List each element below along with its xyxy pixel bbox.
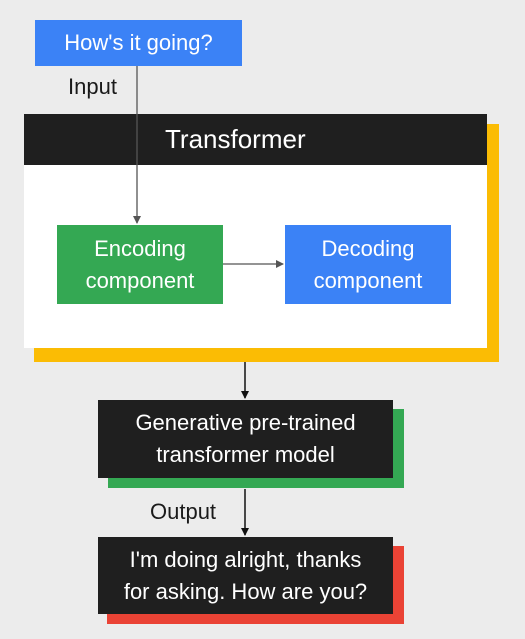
input-prompt-text: How's it going? xyxy=(64,30,213,55)
encoding-label-line1: Encoding xyxy=(94,235,186,261)
output-response-line2: for asking. How are you? xyxy=(123,578,368,604)
output-response-line1: I'm doing alright, thanks xyxy=(129,546,362,572)
decoding-label-line1: Decoding xyxy=(321,235,415,261)
transformer-header: Transformer xyxy=(24,114,487,165)
decoding-component-box: Decoding component xyxy=(285,225,451,304)
gpt-model-box: Generative pre-trained transformer model xyxy=(98,400,393,478)
gpt-label-line2: transformer model xyxy=(156,442,335,467)
input-prompt-box: How's it going? xyxy=(35,20,242,66)
decoding-label-line2: component xyxy=(313,267,423,293)
encoding-label-line2: component xyxy=(85,267,195,293)
transformer-title: Transformer xyxy=(165,124,306,154)
encoding-component-box: Encoding component xyxy=(57,225,223,304)
input-label: Input xyxy=(68,74,117,99)
output-response-box: I'm doing alright, thanks for asking. Ho… xyxy=(98,537,393,614)
output-label: Output xyxy=(150,499,217,524)
gpt-label-line1: Generative pre-trained xyxy=(135,410,356,436)
